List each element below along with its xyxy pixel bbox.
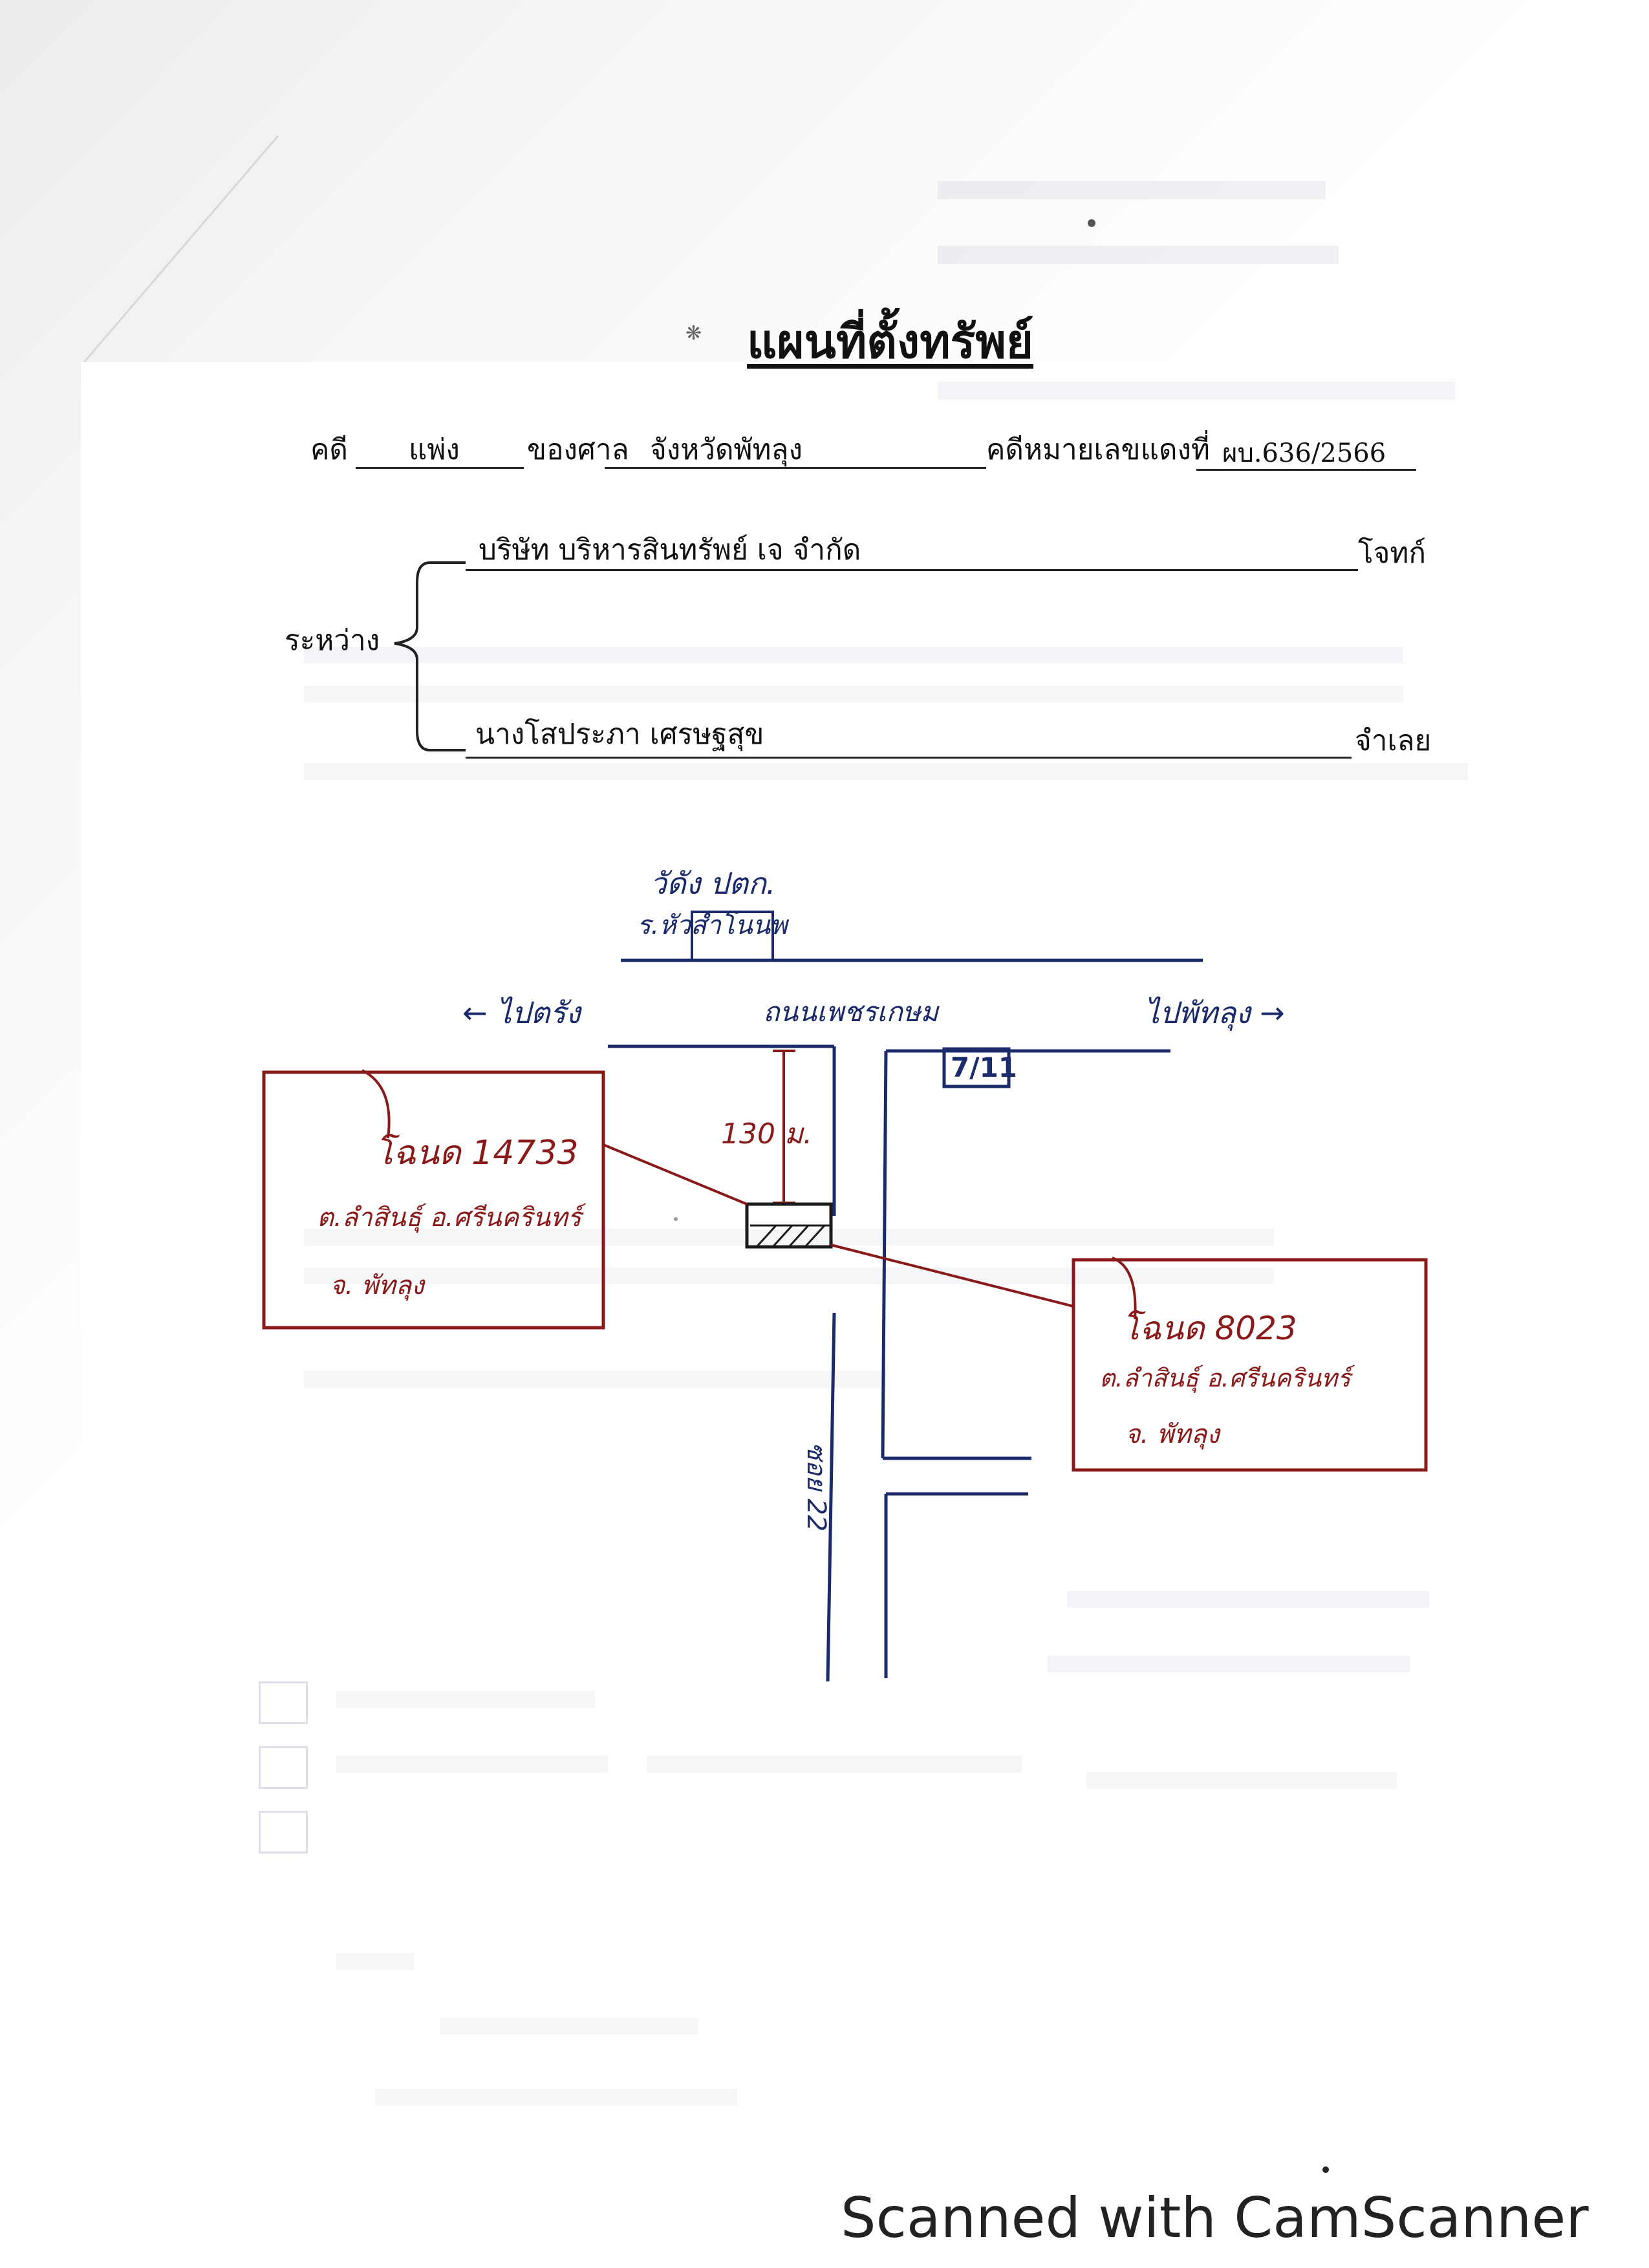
map-top-label-1: วัดัง ปตก.	[650, 866, 776, 901]
between-label: ระหว่าง	[285, 624, 380, 657]
left-deed-box	[262, 1070, 605, 1330]
plaintiff-underline	[466, 569, 1358, 571]
case-type: แพ่ง	[409, 433, 460, 466]
left-direction-label: ← ไปตรัง	[462, 995, 581, 1030]
court-name: จังหวัดพัทลุง	[650, 433, 803, 466]
document-title: แผนที่ตั้งทรัพย์	[747, 314, 1033, 369]
right-deed-line-3: จ. พัทลุง	[1125, 1420, 1220, 1449]
store-label: 7/11	[951, 1052, 1018, 1083]
red-number: ผบ.636/2566	[1222, 438, 1386, 468]
red-number-label: คดีหมายเลขแดงที่	[986, 433, 1211, 466]
defendant-role: จำเลย	[1355, 724, 1432, 757]
soi-right-upper	[881, 1050, 888, 1459]
party-brace	[394, 561, 466, 751]
scanner-watermark: Scanned with CamScanner	[841, 2186, 1589, 2251]
plaintiff-name: บริษัท บริหารสินทรัพย์ เจ จำกัด	[479, 534, 861, 567]
red-number-underline	[1196, 469, 1416, 471]
left-pointer-line	[603, 1143, 748, 1205]
store-box	[942, 1047, 1011, 1088]
title-bullet-icon: ❋	[685, 322, 702, 345]
case-type-underline	[356, 467, 524, 469]
defendant-underline	[466, 757, 1352, 759]
main-road-label: ถนนเพชรเกษม	[763, 996, 939, 1028]
distance-label: 130 ม.	[721, 1118, 812, 1150]
court-underline	[605, 467, 986, 469]
soi-label: ซอย 22	[801, 1442, 831, 1532]
paper-sheet	[81, 362, 1649, 2268]
right-pointer-line	[830, 1244, 1074, 1308]
plaintiff-role: โจทก์	[1358, 537, 1427, 570]
left-deed-line-3: จ. พัทลุง	[330, 1271, 424, 1301]
map-top-label-2: ร.หัวสำโนนพ	[637, 911, 788, 940]
right-direction-label: ไปพัทลุง →	[1145, 995, 1285, 1030]
soi-left-lower	[826, 1312, 836, 1682]
left-deed-line-2: ต.ลำสินธุ์ อ.ศรีนครินทร์	[317, 1203, 581, 1233]
defendant-name: นางโสประภา เศรษฐสุข	[475, 718, 764, 751]
right-deed-line-2: ต.ลำสินธุ์ อ.ศรีนครินทร์	[1099, 1364, 1351, 1392]
left-deed-line-1: โฉนด 14733	[375, 1134, 579, 1172]
case-label: คดี	[310, 433, 349, 466]
landmark-box	[691, 911, 774, 962]
right-deed-box	[1072, 1258, 1428, 1472]
scan-fold-line	[83, 135, 279, 363]
right-deed-line-1: โฉนด 8023	[1122, 1310, 1297, 1347]
court-label: ของศาล	[527, 433, 629, 466]
